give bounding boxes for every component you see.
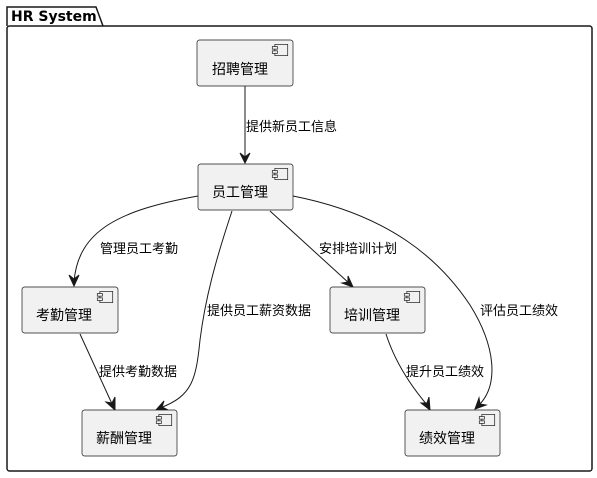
component-icon	[271, 44, 289, 56]
component-attendance: 考勤管理	[21, 286, 119, 334]
component-icon	[271, 168, 289, 180]
component-training: 培训管理	[329, 286, 426, 334]
edge-label-employee-salary: 提供员工薪资数据	[207, 303, 311, 319]
edge-employee-performance: 评估员工绩效	[292, 195, 558, 410]
component-performance: 绩效管理	[404, 409, 501, 457]
component-recruit: 招聘管理	[196, 39, 294, 87]
component-label-performance: 绩效管理	[419, 431, 475, 447]
edge-employee-attendance: 管理员工考勤	[68, 195, 199, 288]
component-label-employee: 员工管理	[212, 185, 268, 201]
component-icon	[403, 291, 421, 303]
package-hr-system: HR System	[6, 6, 593, 472]
package-frame	[6, 25, 593, 472]
edges: 提供新员工信息 管理员工考勤 提供员工薪资数据 安排培训计划 评估员工绩效 提供…	[68, 86, 558, 412]
edge-training-performance: 提升员工绩效	[385, 333, 484, 412]
edge-recruit-employee: 提供新员工信息	[239, 86, 337, 165]
package-tab	[6, 6, 104, 27]
component-icon	[155, 414, 173, 426]
component-label-attendance: 考勤管理	[36, 308, 92, 324]
edge-employee-salary: 提供员工薪资数据	[154, 210, 311, 411]
edge-label-employee-training: 安排培训计划	[319, 241, 397, 257]
edge-employee-training: 安排培训计划	[269, 210, 397, 288]
component-icon	[478, 414, 496, 426]
edge-label-attendance-salary: 提供考勤数据	[99, 364, 177, 380]
package-title: HR System	[11, 9, 97, 25]
component-label-recruit: 招聘管理	[212, 62, 268, 78]
edge-label-employee-attendance: 管理员工考勤	[100, 242, 178, 257]
component-salary: 薪酬管理	[81, 409, 178, 457]
edge-label-employee-performance: 评估员工绩效	[480, 304, 558, 319]
edge-attendance-salary: 提供考勤数据	[79, 333, 177, 412]
edge-label-training-performance: 提升员工绩效	[406, 364, 484, 380]
component-icon	[96, 291, 114, 303]
edge-label-recruit-employee: 提供新员工信息	[246, 119, 337, 135]
component-label-training: 培训管理	[344, 308, 400, 324]
component-employee: 员工管理	[197, 163, 294, 211]
component-label-salary: 薪酬管理	[96, 431, 152, 447]
